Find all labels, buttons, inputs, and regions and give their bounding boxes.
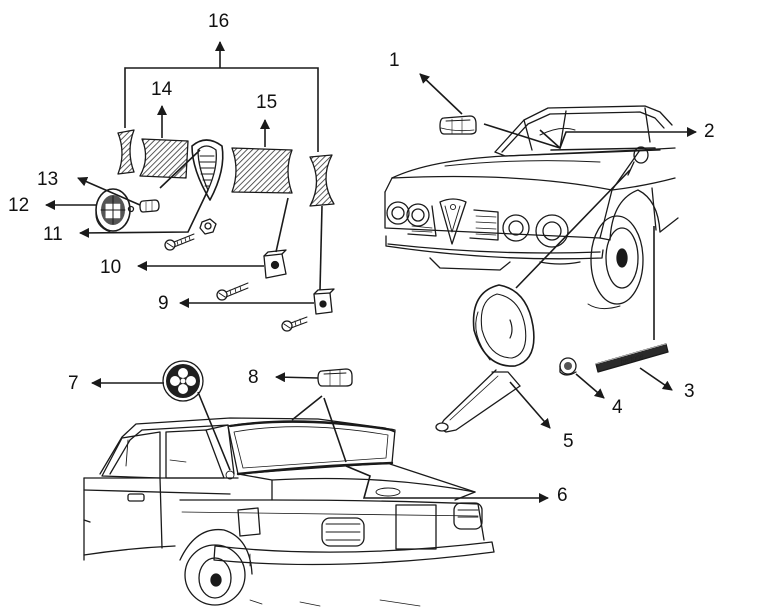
part-15-right-grille	[231, 147, 293, 194]
callout-4: 4	[612, 397, 623, 418]
callout-13: 13	[37, 169, 59, 190]
part-7-cloverleaf-badge	[162, 360, 204, 402]
screw-middle	[216, 282, 249, 301]
callout-3: 3	[684, 381, 695, 402]
leader-11	[79, 189, 209, 238]
part-14-left-grille	[139, 138, 189, 179]
callout-10: 10	[100, 257, 122, 278]
callout-5: 5	[563, 431, 574, 452]
callout-7: 7	[68, 373, 79, 394]
part-8-trim-clip	[317, 368, 353, 387]
screw-upper	[164, 233, 195, 251]
part-3-bertone-badge: bertone	[595, 343, 669, 373]
callout-11: 11	[43, 224, 63, 245]
callout-14: 14	[151, 79, 173, 100]
callout-2: 2	[704, 121, 715, 142]
part-9-cage-nut	[313, 288, 335, 315]
callout-6: 6	[557, 485, 568, 506]
part-10-cage-nut	[263, 249, 287, 279]
leader-11-shield	[159, 149, 201, 189]
part-16-grille-end-right	[309, 154, 335, 207]
part-16-grille-end-left	[117, 129, 135, 175]
leader-13	[77, 177, 141, 206]
leader-2	[539, 127, 697, 150]
part-4-grommet	[559, 357, 577, 376]
leader-6	[345, 465, 549, 503]
callout-15: 15	[256, 92, 278, 113]
callout-9: 9	[158, 293, 169, 314]
badge-text: bertone	[620, 353, 645, 366]
callout-16: 16	[208, 11, 230, 32]
part-12-round-emblem	[95, 188, 135, 233]
callout-12: 12	[8, 195, 30, 216]
part-5-side-mirror	[435, 284, 535, 433]
nut-upper	[199, 218, 217, 235]
leader-5	[509, 381, 551, 429]
part-11-grille-shield	[191, 139, 224, 201]
front-car-illustration	[384, 105, 679, 310]
rear-car-illustration	[83, 417, 495, 607]
leader-8	[275, 372, 319, 383]
leader-lines	[45, 41, 697, 503]
callout-1: 1	[389, 50, 400, 71]
leader-3	[639, 367, 673, 391]
part-13-small-clip	[139, 199, 160, 213]
callout-8: 8	[248, 367, 259, 388]
leader-4	[575, 373, 605, 399]
leader-1	[419, 73, 463, 115]
part-1-trim-clip	[439, 115, 477, 135]
screw-lower	[281, 316, 308, 332]
